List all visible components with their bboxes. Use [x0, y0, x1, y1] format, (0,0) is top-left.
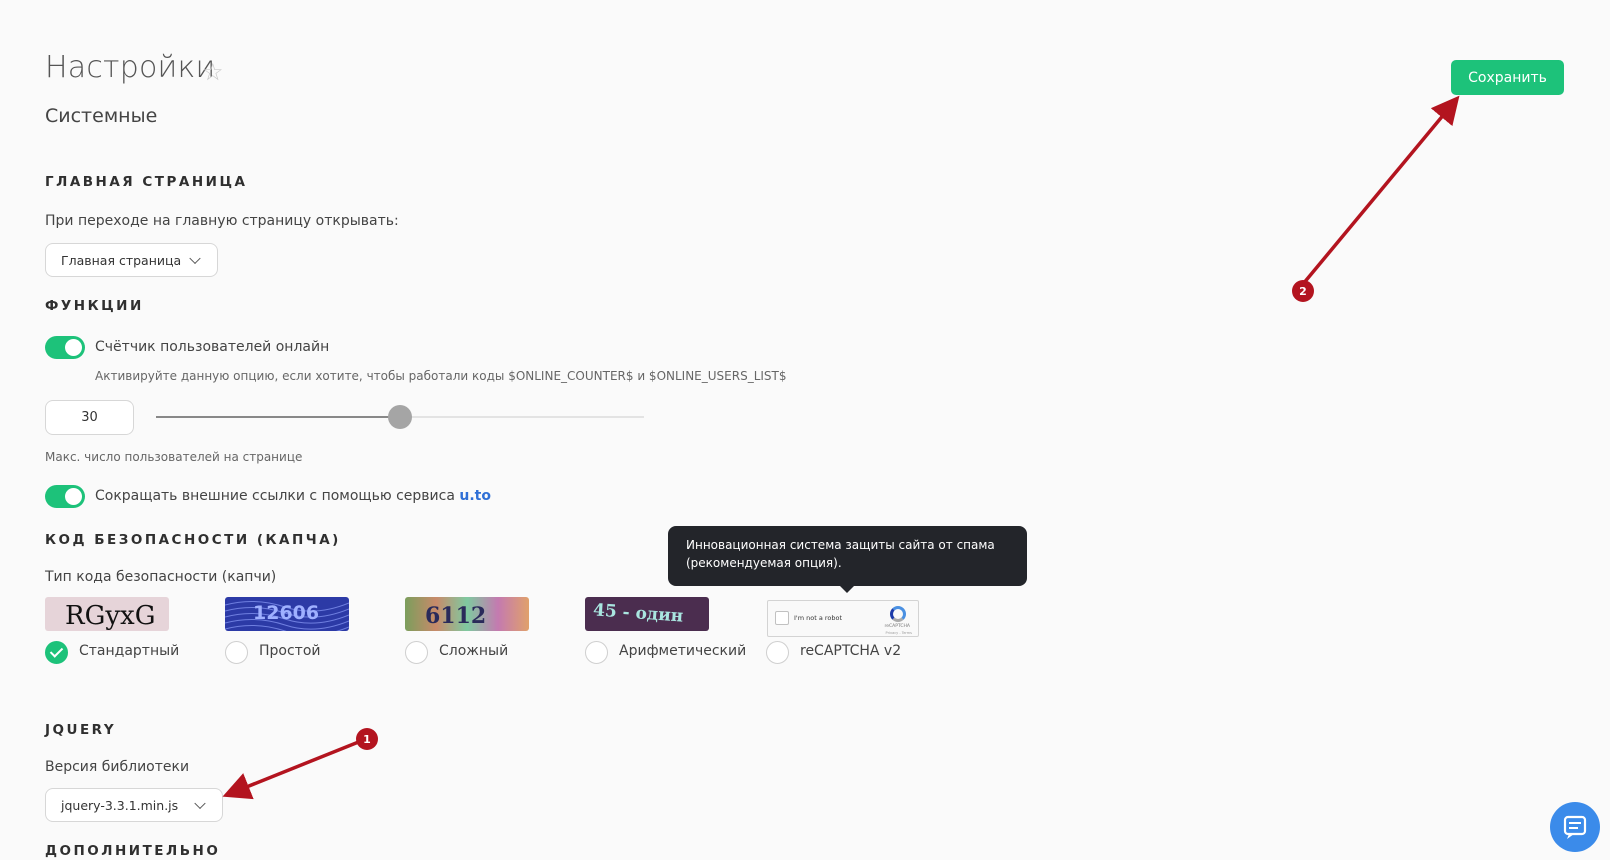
recaptcha-tooltip: Инновационная система защиты сайта от сп…: [668, 526, 1027, 593]
main-page-label: При переходе на главную страницу открыва…: [45, 213, 399, 229]
jquery-version-select[interactable]: jquery-3.3.1.min.js: [45, 788, 223, 822]
captcha-complex-image[interactable]: 6112: [405, 597, 529, 631]
online-counter-toggle[interactable]: [45, 336, 85, 359]
toggle-knob: [65, 488, 82, 505]
captcha-label-recaptcha: reCAPTCHA v2: [800, 643, 902, 659]
captcha-type-label: Тип кода безопасности (капчи): [45, 569, 277, 585]
chat-button[interactable]: [1550, 802, 1600, 852]
captcha-complex-text: 6112: [425, 603, 486, 629]
captcha-label-complex: Сложный: [439, 643, 509, 659]
annotation-arrow-1: [222, 737, 367, 800]
max-users-slider-fill: [156, 416, 400, 418]
page-subtitle: Системные: [45, 105, 158, 127]
favorite-star-icon[interactable]: ☆: [202, 58, 224, 86]
section-title-captcha: КОД БЕЗОПАСНОСТИ (КАПЧА): [45, 532, 341, 548]
toggle-knob: [65, 339, 82, 356]
page-title: Настройки: [45, 50, 216, 85]
captcha-label-simple: Простой: [259, 643, 321, 659]
captcha-radio-complex[interactable]: [405, 641, 428, 664]
recaptcha-checkbox-text: I'm not a robot: [794, 614, 843, 622]
shorten-links-label-row: Сокращать внешние ссылки с помощью серви…: [95, 488, 491, 504]
captcha-standard-text: RGyxG: [65, 601, 155, 631]
recaptcha-brand: reCAPTCHA: [884, 624, 910, 629]
main-page-select-value: Главная страница: [61, 252, 182, 268]
uto-link[interactable]: u.to: [459, 488, 491, 504]
captcha-standard-image[interactable]: RGyxG: [45, 597, 169, 631]
main-page-select[interactable]: Главная страница: [45, 243, 218, 277]
annotation-marker-1: 1: [356, 728, 378, 750]
captcha-label-standard: Стандартный: [79, 643, 180, 659]
captcha-arithmetic-image[interactable]: 45 - один: [585, 597, 709, 631]
captcha-label-arithmetic: Арифметический: [619, 643, 747, 659]
max-users-slider-thumb[interactable]: [388, 405, 412, 429]
recaptcha-checkbox[interactable]: [775, 611, 789, 625]
max-users-input[interactable]: 30: [45, 400, 134, 435]
captcha-radio-recaptcha[interactable]: [766, 641, 789, 664]
recaptcha-logo-icon: [890, 606, 906, 622]
jquery-version-label: Версия библиотеки: [45, 759, 190, 775]
recaptcha-links: Privacy - Terms: [885, 631, 912, 635]
save-button[interactable]: Сохранить: [1451, 60, 1564, 95]
shorten-links-toggle[interactable]: [45, 485, 85, 508]
captcha-radio-standard[interactable]: [45, 641, 68, 664]
captcha-radio-simple[interactable]: [225, 641, 248, 664]
online-counter-hint: Активируйте данную опцию, если хотите, ч…: [95, 369, 787, 383]
annotation-marker-2: 2: [1292, 280, 1314, 302]
chat-icon: [1563, 815, 1587, 839]
captcha-simple-image[interactable]: 12606: [225, 597, 349, 631]
section-title-main-page: ГЛАВНАЯ СТРАНИЦА: [45, 174, 248, 190]
captcha-simple-text: 12606: [253, 602, 319, 624]
section-title-functions: ФУНКЦИИ: [45, 298, 144, 314]
section-title-jquery: JQUERY: [45, 722, 117, 738]
online-counter-label: Счётчик пользователей онлайн: [95, 339, 330, 355]
section-title-extra: ДОПОЛНИТЕЛЬНО: [45, 843, 221, 859]
jquery-version-select-value: jquery-3.3.1.min.js: [61, 797, 179, 813]
recaptcha-widget[interactable]: I'm not a robot reCAPTCHA Privacy - Term…: [767, 600, 919, 637]
max-users-hint: Макс. число пользователей на странице: [45, 450, 303, 464]
annotation-arrow-2: [1301, 95, 1460, 286]
captcha-radio-arithmetic[interactable]: [585, 641, 608, 664]
shorten-links-label: Сокращать внешние ссылки с помощью серви…: [95, 488, 455, 504]
